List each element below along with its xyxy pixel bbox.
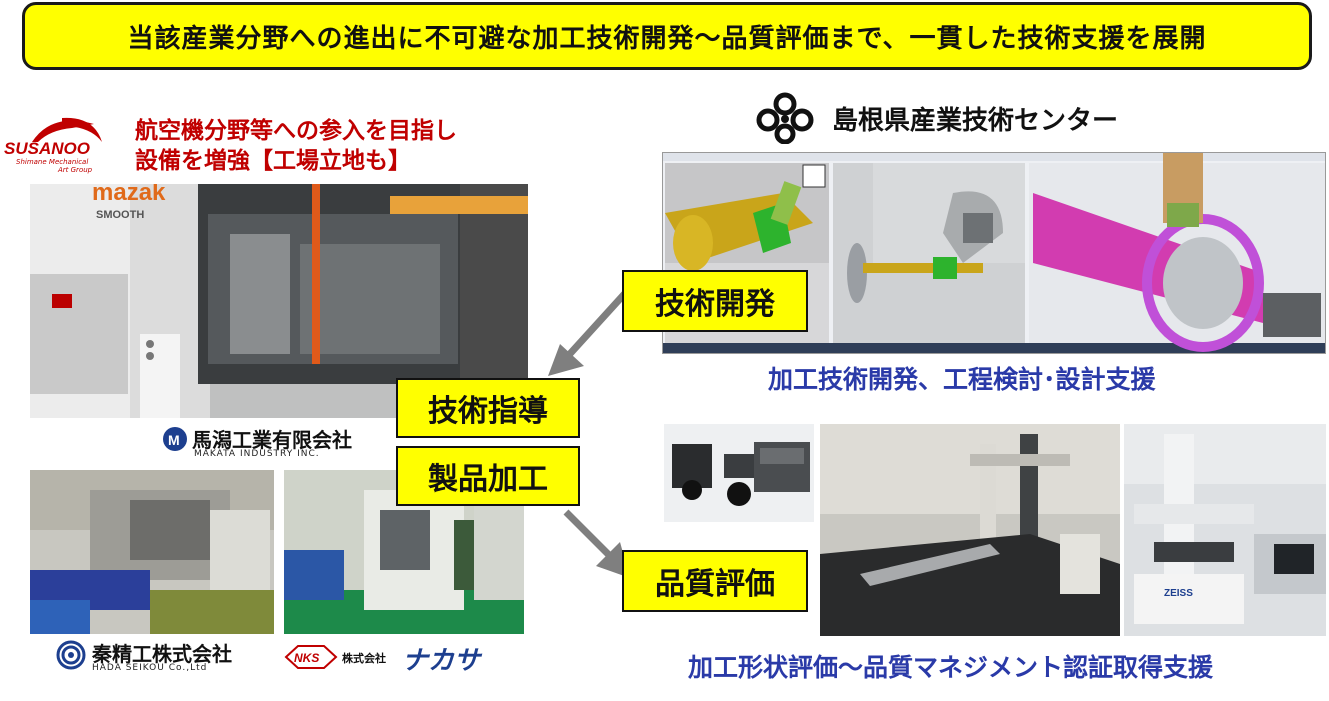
susanoo-logo: SUSANOO Shimane Mechanical Art Group bbox=[2, 112, 120, 174]
svg-text:M: M bbox=[168, 432, 180, 448]
susanoo-logo-icon: SUSANOO Shimane Mechanical Art Group bbox=[4, 117, 102, 174]
susanoo-sub2: Art Group bbox=[57, 166, 93, 174]
nakasa-label: NKS 株式会社 ナカサ bbox=[284, 640, 524, 676]
makata-logo-icon: M bbox=[163, 427, 187, 451]
machine-photo-hada bbox=[30, 470, 274, 634]
hada-en: HADA SEIKOU Co.,Ltd bbox=[92, 663, 208, 673]
susanoo-word: SUSANOO bbox=[4, 139, 90, 158]
box-tech-development: 技術開発 bbox=[622, 270, 808, 332]
svg-text:NKS: NKS bbox=[294, 651, 319, 665]
mazak-logo: mazak bbox=[92, 184, 166, 206]
nakasa-name: ナカサ bbox=[402, 646, 481, 676]
aerospace-headline-line1: 航空機分野等への参入を目指し bbox=[135, 118, 457, 144]
headline-text: 当該産業分野への進出に不可避な加工技術開発～品質評価まで、一貫した技術支援を展開 bbox=[127, 23, 1207, 54]
nakasa-prefix: 株式会社 bbox=[342, 652, 386, 665]
box-product-processing: 製品加工 bbox=[396, 446, 580, 506]
box-quality-evaluation: 品質評価 bbox=[622, 550, 808, 612]
cad-screenshot bbox=[662, 152, 1326, 354]
smooth-logo: SMOOTH bbox=[96, 209, 144, 221]
cmm-large-photo bbox=[820, 424, 1120, 636]
headline-banner: 当該産業分野への進出に不可避な加工技術開発～品質評価まで、一貫した技術支援を展開 bbox=[22, 2, 1312, 70]
makata-en: MAKATA INDUSTRY INC. bbox=[194, 449, 320, 459]
box-tech-guidance: 技術指導 bbox=[396, 378, 580, 438]
aerospace-headline: 航空機分野等への参入を目指し 設備を増強【工場立地も】 bbox=[135, 116, 555, 176]
hada-logo-icon bbox=[56, 640, 86, 670]
makata-label: M 馬潟工業有限会社 MAKATA INDUSTRY INC. bbox=[160, 424, 410, 464]
center-name: 島根県産業技術センター bbox=[832, 106, 1119, 136]
caption-dev-support: 加工技術開発、工程検討･設計支援 bbox=[768, 365, 1156, 394]
cmm-zeiss-photo: ZEISS bbox=[1124, 424, 1326, 636]
arrow-icon bbox=[548, 287, 631, 376]
machine-photo-makata: mazak SMOOTH bbox=[30, 184, 528, 418]
center-logo-icon bbox=[756, 92, 814, 144]
makata-name: 馬潟工業有限会社 bbox=[192, 428, 352, 452]
hada-name: 秦精工株式会社 bbox=[92, 642, 232, 666]
scanner-photo bbox=[664, 424, 814, 522]
zeiss-logo: ZEISS bbox=[1164, 588, 1193, 599]
susanoo-sub1: Shimane Mechanical bbox=[16, 158, 88, 166]
aerospace-headline-line2: 設備を増強【工場立地も】 bbox=[135, 148, 411, 174]
arrow-icon bbox=[563, 509, 630, 578]
caption-quality-support: 加工形状評価～品質マネジメント認証取得支援 bbox=[688, 653, 1214, 682]
hada-label: 秦精工株式会社 HADA SEIKOU Co.,Ltd bbox=[56, 638, 276, 678]
nks-emblem-icon: NKS bbox=[284, 645, 338, 669]
